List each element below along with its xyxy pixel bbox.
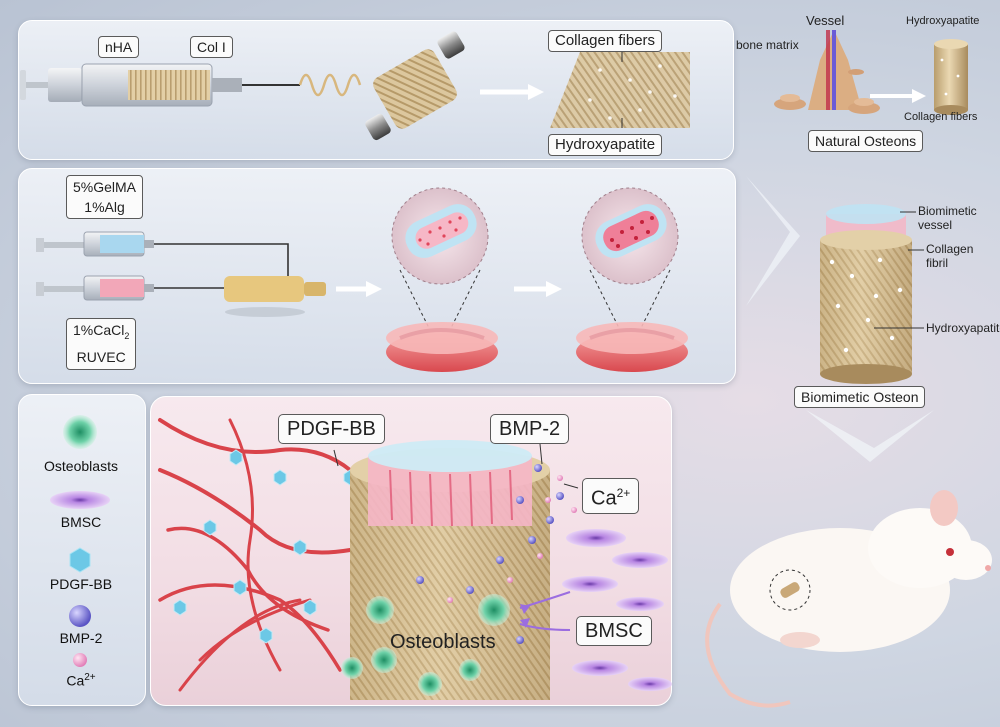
legend-label-bmsc: BMSC	[60, 514, 102, 530]
label-biomimetic-osteon: Biomimetic Osteon	[794, 386, 926, 408]
label-bmsc-main: BMSC	[576, 616, 652, 646]
label-osteon-collagen-fibers: Collagen fibers	[904, 111, 978, 123]
label-gelma-line2: 1%Alg	[84, 199, 125, 215]
label-osteoblasts-main: Osteoblasts	[390, 631, 496, 653]
label-gelma: 5%GelMA 1%Alg	[66, 175, 144, 219]
label-pdgf-bb: PDGF-BB	[278, 414, 385, 444]
ca-particles	[447, 475, 577, 603]
legend-label-bmp2: BMP-2	[59, 630, 103, 646]
label-bone-matrix: bone matrix	[736, 38, 799, 52]
legend-label-ca: Ca2+	[66, 672, 96, 689]
osteoblast-icon	[63, 415, 97, 449]
petri-dish-1	[386, 322, 498, 372]
legend-icons	[50, 415, 110, 667]
label-bmp2: BMP-2	[490, 414, 570, 444]
label-nha: nHA	[98, 36, 140, 58]
ca-icon	[73, 653, 87, 667]
funnel-arrow-right	[746, 176, 800, 306]
blood-vessels	[158, 418, 352, 692]
label-ruvec: RUVEC	[76, 348, 126, 365]
coaxial-nozzle	[224, 276, 326, 317]
label-col1: Col I	[190, 36, 233, 58]
fiber-jet	[298, 73, 362, 97]
zoom-fiber-2	[581, 187, 679, 331]
label-collagen-fibers: Collagen fibers	[548, 30, 663, 52]
natural-osteon-illustration	[774, 30, 880, 114]
label-hydroxyapatite-right: Hydroxyapatite	[926, 321, 1000, 335]
label-natural-osteons: Natural Osteons	[808, 130, 924, 152]
bmsc-cells	[562, 529, 672, 691]
cacl2-syringe	[36, 275, 224, 301]
rat-illustration	[705, 490, 992, 708]
bmp2-icon	[69, 605, 91, 627]
legend-label-osteoblasts: Osteoblasts	[44, 458, 118, 474]
label-biomimetic-vessel-2: vessel	[918, 218, 953, 232]
label-ca: Ca2+	[582, 478, 640, 514]
osteoblast-cells	[341, 594, 510, 696]
label-cacl2: 1%CaCl2 RUVEC	[66, 318, 137, 370]
biomimetic-osteon-illustration	[820, 204, 924, 384]
label-vessel: Vessel	[806, 13, 845, 28]
label-osteon-hydroxyapatite: Hydroxyapatite	[906, 15, 980, 27]
zoom-fiber-1	[391, 187, 489, 331]
label-collagen-fibril-2: fibril	[926, 256, 949, 270]
funnel-arrow-down	[806, 410, 934, 462]
petri-dish-2	[576, 322, 688, 372]
collector-drum	[365, 31, 465, 141]
label-gelma-line1: 5%GelMA	[73, 179, 137, 195]
gelma-syringe	[36, 231, 289, 284]
electrospinning-syringe	[20, 63, 300, 107]
label-collagen-fibril-1: Collagen	[926, 242, 974, 256]
collagen-mat	[550, 52, 690, 128]
label-hydroxyapatite: Hydroxyapatite	[548, 134, 663, 156]
label-biomimetic-vessel-1: Biomimetic	[918, 204, 977, 218]
osteon-cylinder-small	[934, 39, 968, 115]
bmsc-icon	[50, 491, 110, 509]
pdgf-icon	[69, 547, 91, 573]
pdgf-particles	[173, 449, 357, 644]
legend-label-pdgf-bb: PDGF-BB	[49, 576, 113, 592]
bmp2-particles	[416, 464, 564, 644]
label-cacl2-line1: 1%CaCl2	[73, 322, 130, 341]
